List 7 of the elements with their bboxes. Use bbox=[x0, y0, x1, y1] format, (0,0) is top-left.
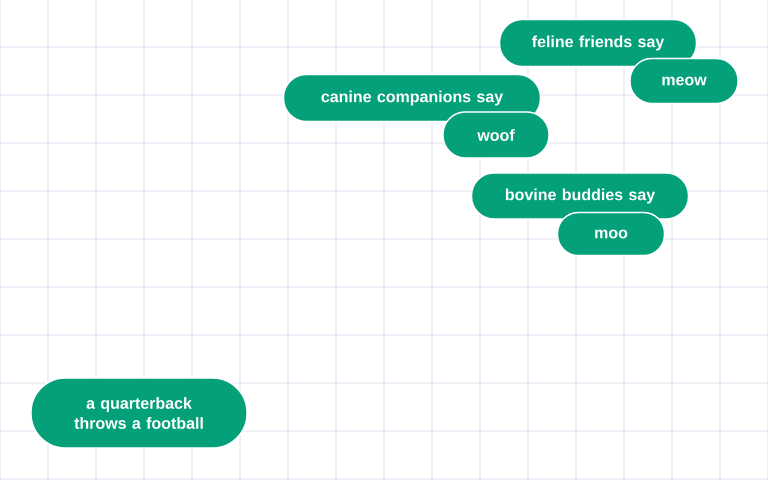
label-pill: woof bbox=[442, 111, 550, 159]
label-pill: bovine buddies say bbox=[470, 172, 690, 220]
label-pill: moo bbox=[556, 212, 666, 256]
label-pill: feline friends say bbox=[498, 18, 698, 68]
label-pill: a quarterback throws a football bbox=[30, 377, 248, 449]
label-pill: meow bbox=[629, 58, 739, 104]
label-pill: canine companions say bbox=[282, 74, 542, 122]
